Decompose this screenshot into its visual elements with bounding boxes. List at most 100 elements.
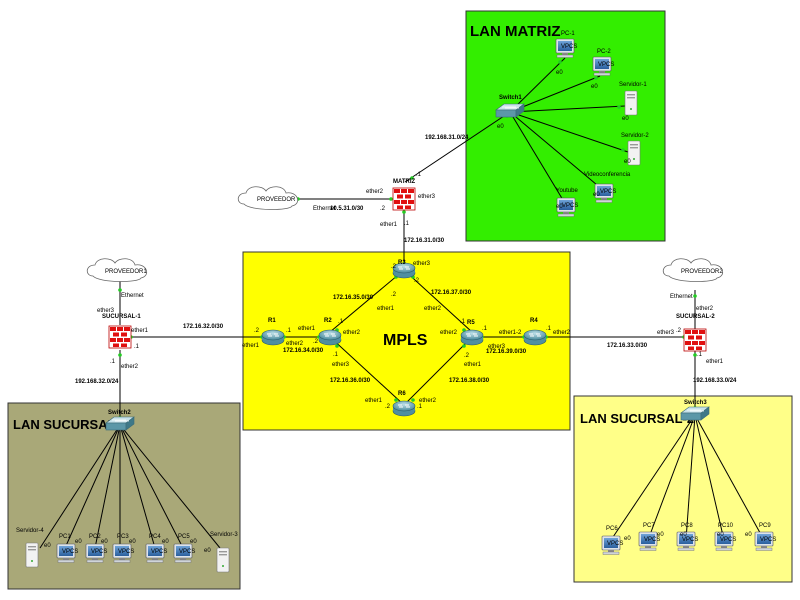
host-pc8: VPCS [676,531,698,551]
port-label: ether1 [365,398,383,404]
port-label: e0 [745,532,752,538]
host-pc8-label: PC8 [681,523,693,529]
port-label: e0 [624,159,631,165]
switch-2-label: Switch2 [108,410,131,416]
router-r6-label: R6 [398,391,406,397]
port-label: .1 [460,319,466,325]
switch-1-label: Switch1 [499,95,522,101]
port-label: ether3 [418,194,436,200]
port-label: .2 [391,264,397,270]
port-label: e0 [101,539,108,545]
router-r1-label: R1 [268,318,276,324]
host-pc10: VPCS [714,531,736,551]
host-videoconferencia-vpcs: VPCS [600,189,616,195]
port-label: e0 [162,539,169,545]
cloud-proveedor2: PROVEEDOR2 [662,258,723,282]
port-label: ether3 [657,330,675,336]
port-label: .1 [404,221,410,227]
port-label: e0 [204,548,211,554]
cloud-proveedor: PROVEEDOR [237,186,299,210]
net-10-5-31: 10.5.31.0/30 [330,206,364,212]
host-pc6-vpcs: VPCS [607,541,623,547]
host-pc2: VPCS [85,543,107,563]
port-label: ether1 [131,328,149,334]
port-label: ether2 [121,364,139,370]
port-label: ether2 [419,398,437,404]
port-label: ether1 [377,306,395,312]
host-youtube-vpcs: VPCS [562,203,578,209]
port-label: .2 [254,328,260,334]
host-pc-1-label: PC-1 [561,31,575,37]
cloud-proveedor1-label: PROVEEDOR1 [105,269,147,275]
host-pc7-vpcs: VPCS [644,537,660,543]
host-pc-2-vpcs: VPCS [598,62,614,68]
router-r1 [261,329,285,346]
mpls-title: MPLS [383,332,428,349]
port-label: .1 [110,359,116,365]
port-label: .2 [676,328,682,334]
router-r2-label: R2 [324,318,332,324]
router-r4-label: R4 [530,318,538,324]
host-pc6-label: PC6 [606,526,618,532]
host-pc5-label: PC5 [178,534,190,540]
net-172-16-39: 172.16.39.0/30 [486,349,527,355]
port-label: e0 [622,116,629,122]
port-label: ether3 [97,308,115,314]
host-pc3-label: PC3 [117,534,129,540]
lan-sucursal-2-title: LAN SUCURSAL-2 [580,411,694,426]
net-172-16-31: 172.16.31.0/30 [404,238,445,244]
net-192-168-31: 192.168.31.0/24 [425,135,469,141]
port-label: e0 [556,70,563,76]
host-pc7-label: PC7 [643,523,655,529]
port-label: e0 [497,124,504,130]
router-r2 [318,329,342,346]
port-label: ether3 [413,261,431,267]
host-servidor-2-label: Servidor-2 [621,133,649,139]
port-label: ether3 [332,362,350,368]
host-pc9-vpcs: VPCS [760,537,776,543]
port-label: .1 [338,319,344,325]
port-label: ether2 [440,330,458,336]
lan-sucursal-1-title: LAN SUCURSAL-1 [13,417,127,432]
host-pc3: VPCS [112,543,134,563]
host-servidor-3 [216,547,230,573]
host-pc3-vpcs: VPCS [118,549,134,555]
host-pc10-vpcs: VPCS [720,537,736,543]
net-172-16-33: 172.16.33.0/30 [607,343,648,349]
port-label: ether1 [380,222,398,228]
port-label: .2 [391,292,397,298]
port-label: e0 [657,532,664,538]
firewall-sucursal-1 [108,325,132,349]
network-labels: 192.168.31.0/24 10.5.31.0/30 172.16.31.0… [75,135,737,385]
host-pc-2: VPCS [592,56,614,76]
host-videoconferencia-label: Videoconferencia [584,172,631,178]
port-label: .1 [134,344,140,350]
router-r6 [392,400,416,417]
port-label: .1 [482,326,488,332]
port-label: e0 [593,192,600,198]
net-192-168-33: 192.168.33.0/24 [693,378,737,384]
firewall-sucursal-2 [683,328,707,352]
host-youtube: VPCS [556,197,578,217]
port-label: ether2 [366,189,384,195]
port-label: Ethernet [121,293,144,299]
port-label: e0 [624,536,631,542]
host-pc9-label: PC9 [759,523,771,529]
port-label: .1 [286,328,292,334]
host-pc1-vpcs: VPCS [62,549,78,555]
port-label: ether3 [488,344,506,350]
switch-3-label: Switch3 [684,400,707,406]
links [39,57,765,549]
firewall-matriz [392,187,416,211]
host-pc4: VPCS [145,543,167,563]
port-label: e0 [75,539,82,545]
host-pc-2-label: PC-2 [597,49,611,55]
router-r4 [523,329,547,346]
host-pc1: VPCS [56,543,78,563]
port-label: .2 [313,339,319,345]
host-pc2-label: PC2 [89,534,101,540]
port-label: .2 [385,404,391,410]
port-label: e0 [556,204,563,210]
port-label: ether2 [424,306,442,312]
